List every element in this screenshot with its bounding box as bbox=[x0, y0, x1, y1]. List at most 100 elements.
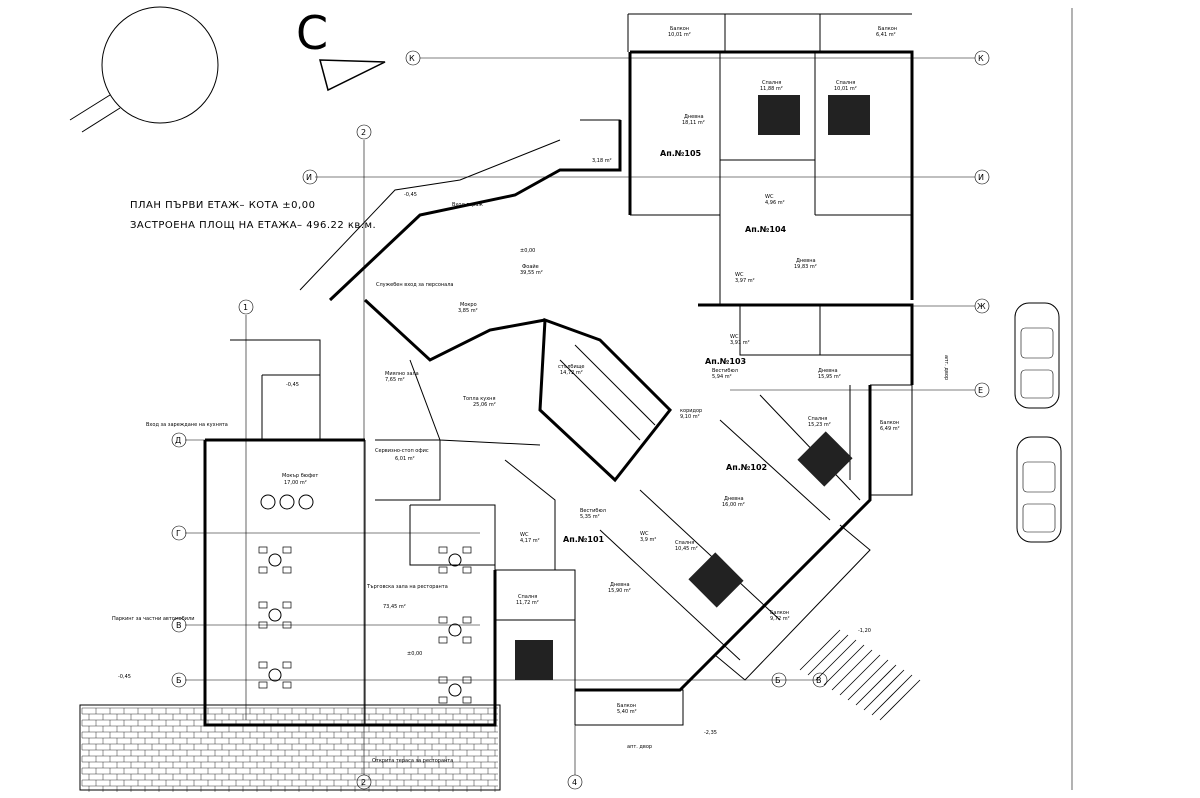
svg-text:6,01 m²: 6,01 m² bbox=[395, 456, 415, 462]
svg-text:-0,45: -0,45 bbox=[118, 674, 131, 680]
svg-text:Служебен вход за персонала: Служебен вход за персонала bbox=[376, 282, 454, 288]
svg-text:-2,35: -2,35 bbox=[704, 730, 717, 736]
svg-text:5,94 m²: 5,94 m² bbox=[712, 374, 732, 380]
svg-text:Търговска зала на ресторанта: Търговска зала на ресторанта bbox=[366, 584, 448, 590]
svg-text:14,72 m²: 14,72 m² bbox=[560, 370, 583, 376]
svg-text:15,95 m²: 15,95 m² bbox=[818, 374, 841, 380]
label-balk2: Балкон bbox=[878, 26, 897, 32]
svg-text:Топла кухня: Топла кухня bbox=[462, 396, 495, 402]
axis-markers bbox=[171, 50, 990, 790]
svg-text:В: В bbox=[816, 676, 822, 685]
svg-text:9,72 m²: 9,72 m² bbox=[770, 616, 790, 622]
svg-text:Паркинг за частни автомобили: Паркинг за частни автомобили bbox=[112, 616, 194, 622]
label-balk2-area: 6,41 m² bbox=[876, 32, 896, 38]
svg-text:25,06 m²: 25,06 m² bbox=[473, 402, 496, 408]
svg-text:К: К bbox=[978, 54, 984, 63]
apartment-101-label: Ап.№101 bbox=[563, 535, 605, 544]
svg-text:Е: Е bbox=[978, 386, 983, 395]
north-arrow-icon bbox=[69, 6, 386, 133]
svg-text:коридор: коридор bbox=[680, 408, 702, 414]
label-balk1-area: 10,01 m² bbox=[668, 32, 691, 38]
svg-text:-1,20: -1,20 bbox=[858, 628, 871, 634]
svg-text:Спалня: Спалня bbox=[808, 416, 827, 422]
svg-text:WC: WC bbox=[730, 334, 739, 340]
svg-text:3,9 m²: 3,9 m² bbox=[640, 537, 656, 543]
car-icon bbox=[1016, 436, 1062, 543]
axis-labels: К К И И Ж Е Д Г В Б Б В 1 2 4 2 bbox=[175, 54, 986, 787]
apartment-103-label: Ап.№103 bbox=[705, 357, 746, 366]
svg-text:Дневна: Дневна bbox=[610, 582, 630, 588]
svg-text:Открита тераса за ресторанта: Открита тераса за ресторанта bbox=[372, 758, 453, 764]
svg-text:В: В bbox=[176, 621, 182, 630]
plan-title: ПЛАН ПЪРВИ ЕТАЖ– КОТА ±0,00 bbox=[130, 200, 316, 211]
svg-text:К: К bbox=[409, 54, 415, 63]
car-icon bbox=[1014, 302, 1060, 409]
svg-text:2: 2 bbox=[361, 128, 366, 137]
svg-text:Б: Б bbox=[775, 676, 781, 685]
svg-text:Спалня: Спалня bbox=[518, 594, 537, 600]
svg-text:Вход за зареждане на кухнята: Вход за зареждане на кухнята bbox=[146, 422, 228, 428]
svg-text:Мокро: Мокро bbox=[460, 302, 477, 308]
svg-text:19,83 m²: 19,83 m² bbox=[794, 264, 817, 270]
apartment-102-label: Ап.№102 bbox=[726, 463, 767, 472]
svg-text:39,55 m²: 39,55 m² bbox=[520, 270, 543, 276]
svg-text:WC: WC bbox=[765, 194, 774, 200]
svg-text:Д: Д bbox=[175, 436, 181, 445]
svg-text:Миялно зала: Миялно зала bbox=[385, 371, 419, 377]
svg-text:WC: WC bbox=[520, 532, 529, 538]
svg-text:апт. двор: апт. двор bbox=[943, 355, 949, 380]
svg-text:Б: Б bbox=[176, 676, 182, 685]
svg-text:Балкон: Балкон bbox=[617, 703, 636, 709]
axis-grid bbox=[185, 57, 975, 775]
svg-text:4: 4 bbox=[572, 778, 577, 787]
apartment-104-label: Ап.№104 bbox=[745, 225, 787, 234]
svg-text:Спалня: Спалня bbox=[675, 540, 694, 546]
north-letter: С bbox=[296, 6, 329, 60]
svg-text:Вход гараж: Вход гараж bbox=[452, 202, 483, 208]
label-balk1: Балкон bbox=[670, 26, 689, 32]
svg-text:11,72 m²: 11,72 m² bbox=[516, 600, 539, 606]
svg-text:Вестибюл: Вестибюл bbox=[712, 368, 738, 374]
svg-text:Мокър бюфет: Мокър бюфет bbox=[282, 473, 318, 479]
apartment-105-label: Ап.№105 bbox=[660, 149, 702, 158]
svg-text:Спалня: Спалня bbox=[762, 80, 781, 86]
svg-text:Дневна: Дневна bbox=[724, 496, 744, 502]
svg-text:Балкон: Балкон bbox=[770, 610, 789, 616]
svg-text:10,01 m²: 10,01 m² bbox=[834, 86, 857, 92]
svg-text:WC: WC bbox=[640, 531, 649, 537]
svg-text:9,10 m²: 9,10 m² bbox=[680, 414, 700, 420]
svg-text:Дневна: Дневна bbox=[818, 368, 838, 374]
svg-text:±0,00: ±0,00 bbox=[407, 651, 422, 657]
svg-text:11,88 m²: 11,88 m² bbox=[760, 86, 783, 92]
restaurant-tables bbox=[258, 546, 472, 704]
svg-text:73,45 m²: 73,45 m² bbox=[383, 604, 406, 610]
entrance-steps bbox=[799, 629, 921, 721]
svg-text:2: 2 bbox=[361, 778, 366, 787]
svg-text:Фоайе: Фоайе bbox=[522, 263, 539, 270]
plan-subtitle: ЗАСТРОЕНА ПЛОЩ НА ЕТАЖА– 496.22 кв.м. bbox=[130, 220, 377, 231]
building-outline bbox=[79, 13, 914, 791]
svg-text:15,90 m²: 15,90 m² bbox=[608, 588, 631, 594]
svg-text:5,35 m²: 5,35 m² bbox=[580, 514, 600, 520]
svg-text:Сервизно-стоп офис: Сервизно-стоп офис bbox=[375, 448, 429, 454]
svg-text:И: И bbox=[306, 173, 312, 182]
svg-text:17,00 m²: 17,00 m² bbox=[284, 480, 307, 486]
svg-text:3,85 m²: 3,85 m² bbox=[458, 308, 478, 314]
svg-text:-0,45: -0,45 bbox=[404, 192, 417, 198]
svg-text:Балкон: Балкон bbox=[880, 420, 899, 426]
svg-text:7,65 m²: 7,65 m² bbox=[385, 377, 405, 383]
beds bbox=[515, 95, 870, 680]
svg-text:И: И bbox=[978, 173, 984, 182]
terrace-paving bbox=[81, 707, 498, 792]
svg-text:1: 1 bbox=[243, 303, 248, 312]
svg-text:Дневна: Дневна bbox=[796, 258, 816, 264]
svg-text:Г: Г bbox=[176, 529, 181, 538]
svg-text:Спалня: Спалня bbox=[836, 80, 855, 86]
svg-text:±0,00: ±0,00 bbox=[520, 248, 535, 254]
svg-text:16,00 m²: 16,00 m² bbox=[722, 502, 745, 508]
svg-text:5,40 m²: 5,40 m² bbox=[617, 709, 637, 715]
svg-text:4,17 m²: 4,17 m² bbox=[520, 538, 540, 544]
svg-text:3,91 m²: 3,91 m² bbox=[730, 340, 750, 346]
svg-text:-0,45: -0,45 bbox=[286, 382, 299, 388]
